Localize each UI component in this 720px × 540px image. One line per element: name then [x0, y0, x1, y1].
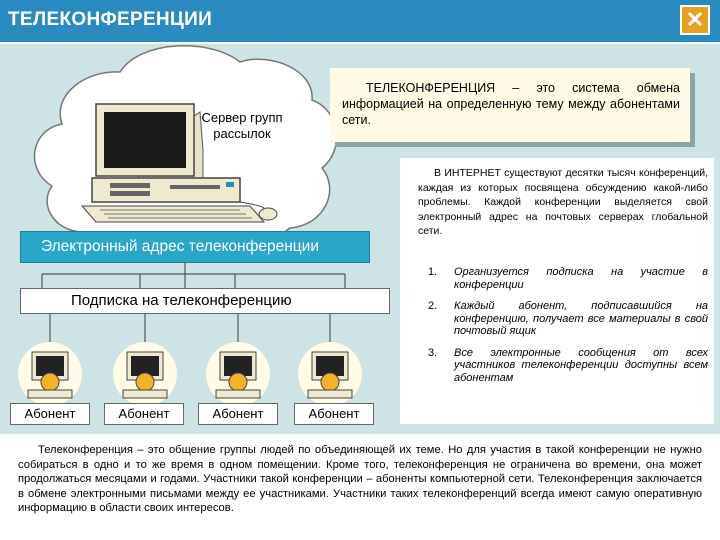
- step-text: Все электронные сообщения от всех участн…: [454, 346, 708, 384]
- list-item: 3. Все электронные сообщения от всех учас…: [418, 347, 708, 385]
- list-item: 1. Организуется подписка на участие в кон…: [418, 266, 708, 291]
- step-number: 2.: [428, 300, 438, 312]
- subscriber-computer-icon: [298, 342, 362, 406]
- server-computer-icon: [80, 103, 278, 223]
- page-title: ТЕЛЕКОНФЕРЕНЦИИ: [8, 9, 213, 30]
- subscriber-label: Абонент: [294, 403, 374, 425]
- subscriber-computer-icon: [18, 342, 82, 406]
- subscriber-label: Абонент: [198, 403, 278, 425]
- step-number: 3.: [428, 346, 438, 359]
- subscriber-computer-icon: [206, 342, 270, 406]
- close-button[interactable]: ✕: [680, 5, 710, 35]
- subscriber-label: Абонент: [10, 403, 90, 425]
- definition-box: ТЕЛЕКОНФЕРЕНЦИЯ – это система обмена инф…: [330, 68, 690, 142]
- list-item: 2. Каждый абонент, подписавшийся на конфе…: [418, 300, 708, 338]
- server-label: Сервер групп рассылок: [201, 110, 283, 141]
- step-text: Организуется подписка на участие в конфе…: [454, 266, 708, 291]
- connector-lines: [41, 262, 346, 346]
- info-box: [400, 158, 714, 424]
- steps-list: 1. Организуется подписка на участие в кон…: [418, 266, 708, 393]
- subscription-box: Подписка на телеконференцию: [20, 288, 390, 314]
- title-bar: ТЕЛЕКОНФЕРЕНЦИИ ✕: [0, 0, 720, 42]
- info-text: В ИНТЕРНЕТ существуют десятки тысяч конф…: [418, 167, 708, 237]
- subscriber-computer-icon: [113, 342, 177, 406]
- subscriber-label: Абонент: [104, 403, 184, 425]
- close-icon: ✕: [685, 7, 705, 32]
- footer-text: Телеконференция – это общение группы люд…: [18, 444, 702, 515]
- step-text: Каждый абонент, подписавшийся на конфере…: [454, 300, 708, 337]
- step-number: 1.: [428, 266, 438, 278]
- address-box: Электронный адрес телеконференции: [20, 231, 370, 263]
